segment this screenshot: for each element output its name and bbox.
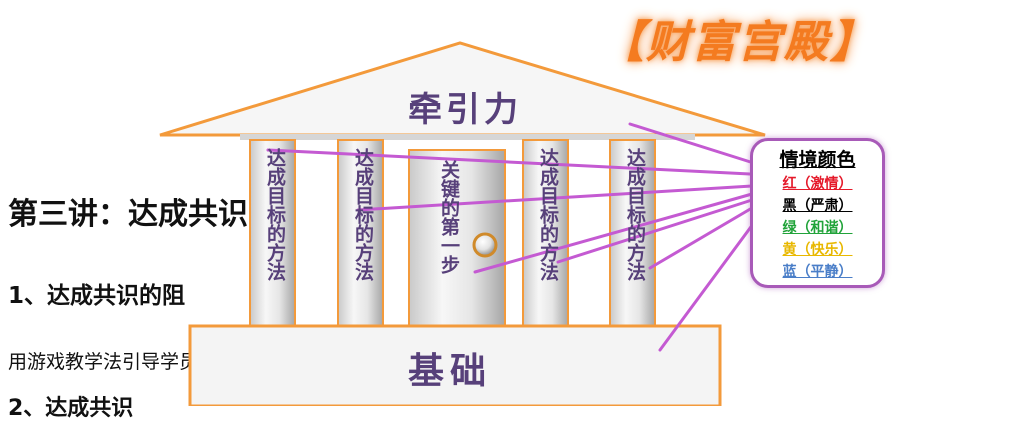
temple-diagram xyxy=(159,41,766,406)
connector-line xyxy=(658,218,758,352)
column-label: 达成目标的方法 xyxy=(537,148,559,281)
slide-heading: 1、达成共识的阻 xyxy=(8,283,186,309)
door-knob xyxy=(472,232,498,258)
legend-items: 红（激情） 黑（严肃） 绿（和谐） 黄（快乐） 蓝（平静） xyxy=(753,173,882,283)
temple-beam xyxy=(240,134,695,140)
connector-line xyxy=(473,192,754,274)
column-label: 达成目标的方法 xyxy=(624,148,646,281)
legend-title: 情境颜色 xyxy=(779,149,856,171)
legend-item: 黄（快乐） xyxy=(782,242,853,258)
connector-line xyxy=(628,122,762,167)
temple-columns xyxy=(249,139,656,336)
column-label: 达成目标的方法 xyxy=(352,148,374,281)
connector-line xyxy=(356,184,754,212)
connector-lines xyxy=(266,122,762,352)
connector-line xyxy=(648,206,754,270)
connector-line xyxy=(556,198,754,264)
connector-line xyxy=(266,148,752,176)
base-label: 基础 xyxy=(407,351,492,392)
column-5 xyxy=(609,139,656,336)
column-label-door: 关键的第一步 xyxy=(438,160,460,274)
legend-item: 黑（严肃） xyxy=(782,198,853,214)
column-1 xyxy=(249,139,296,336)
column-label: 达成目标的方法 xyxy=(264,148,286,281)
legend-item: 绿（和谐） xyxy=(782,220,853,236)
color-legend: 情境颜色 红（激情） 黑（严肃） 绿（和谐） 黄（快乐） 蓝（平静） xyxy=(750,138,885,288)
roof-label: 牵引力 xyxy=(408,90,522,130)
brand-title: 【财富宫殿】 xyxy=(600,17,876,68)
slide-title: 第三讲：达成共识 xyxy=(8,197,248,232)
legend-item: 蓝（平静） xyxy=(782,264,853,280)
legend-item: 红（激情） xyxy=(782,176,853,192)
temple-base xyxy=(188,324,722,406)
